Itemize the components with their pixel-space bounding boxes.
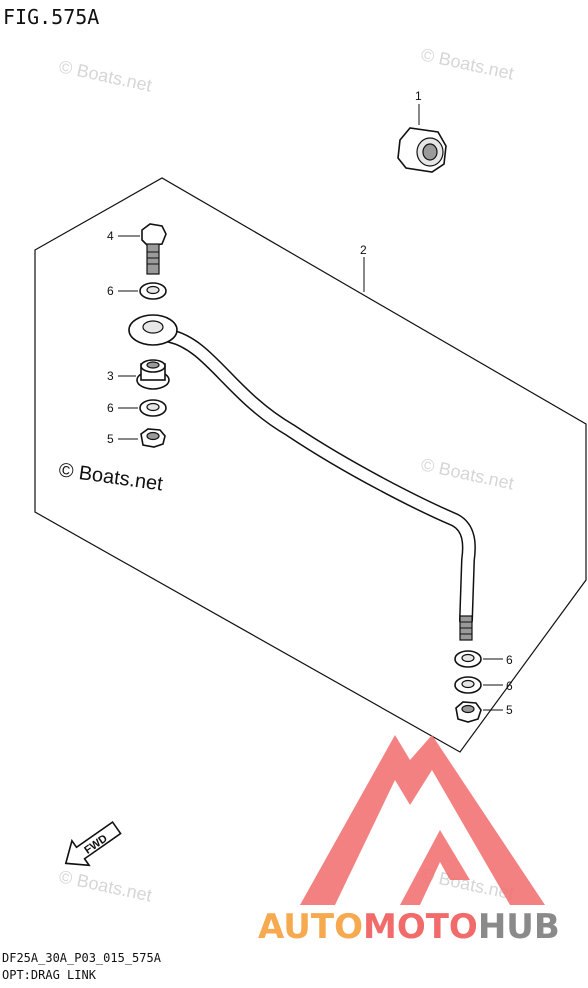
model-code: DF25A_30A_P03_015_575A bbox=[2, 951, 162, 965]
watermark-mid-right: © Boats.net bbox=[419, 454, 515, 493]
watermark-top-right: © Boats.net bbox=[419, 44, 515, 83]
part-6-washer-middle[interactable]: 6 bbox=[107, 399, 167, 417]
automotohub-logo: AUTOMOTOHUB bbox=[258, 735, 560, 947]
logo-word-auto: AUTO bbox=[258, 907, 363, 947]
logo-inner-mark bbox=[400, 830, 470, 905]
logo-word-hub: HUB bbox=[478, 907, 560, 947]
part-6-washer-lower-2[interactable]: 6 bbox=[454, 676, 513, 694]
logo-triangle-mark bbox=[300, 735, 545, 905]
part-5a-label: 5 bbox=[107, 432, 114, 446]
watermark-top-left: © Boats.net bbox=[57, 56, 153, 95]
part-6d-label: 6 bbox=[506, 679, 513, 693]
part-6-washer-upper[interactable]: 6 bbox=[107, 282, 167, 300]
part-3-label: 3 bbox=[107, 369, 114, 383]
logo-word-moto: MOTO bbox=[363, 907, 478, 947]
part-4-bolt[interactable]: 4 bbox=[107, 223, 167, 275]
assembly-box bbox=[34, 177, 587, 753]
watermark-bottom-left: © Boats.net bbox=[57, 866, 153, 905]
fwd-arrow-icon: FWD bbox=[64, 820, 122, 867]
part-2-label: 2 bbox=[360, 243, 367, 257]
part-6b-label: 6 bbox=[107, 401, 114, 415]
part-1-nut[interactable]: 1 bbox=[397, 89, 447, 173]
part-6-washer-lower-1[interactable]: 6 bbox=[454, 650, 513, 668]
group-name: OPT:DRAG LINK bbox=[2, 968, 97, 982]
part-6c-label: 6 bbox=[506, 653, 513, 667]
part-5-nut-upper[interactable]: 5 bbox=[107, 428, 166, 448]
part-6a-label: 6 bbox=[107, 284, 114, 298]
watermark-center: © Boats.net bbox=[57, 459, 164, 495]
part-3-bushing[interactable]: 3 bbox=[107, 359, 170, 390]
part-5b-label: 5 bbox=[506, 703, 513, 717]
logo-wordmark: AUTOMOTOHUB bbox=[258, 907, 560, 947]
part-2-drag-link[interactable] bbox=[128, 314, 476, 641]
part-5-nut-lower[interactable]: 5 bbox=[455, 701, 513, 723]
part-4-label: 4 bbox=[107, 229, 114, 243]
figure-title: FIG.575A bbox=[3, 5, 99, 29]
part-1-label: 1 bbox=[415, 89, 422, 103]
